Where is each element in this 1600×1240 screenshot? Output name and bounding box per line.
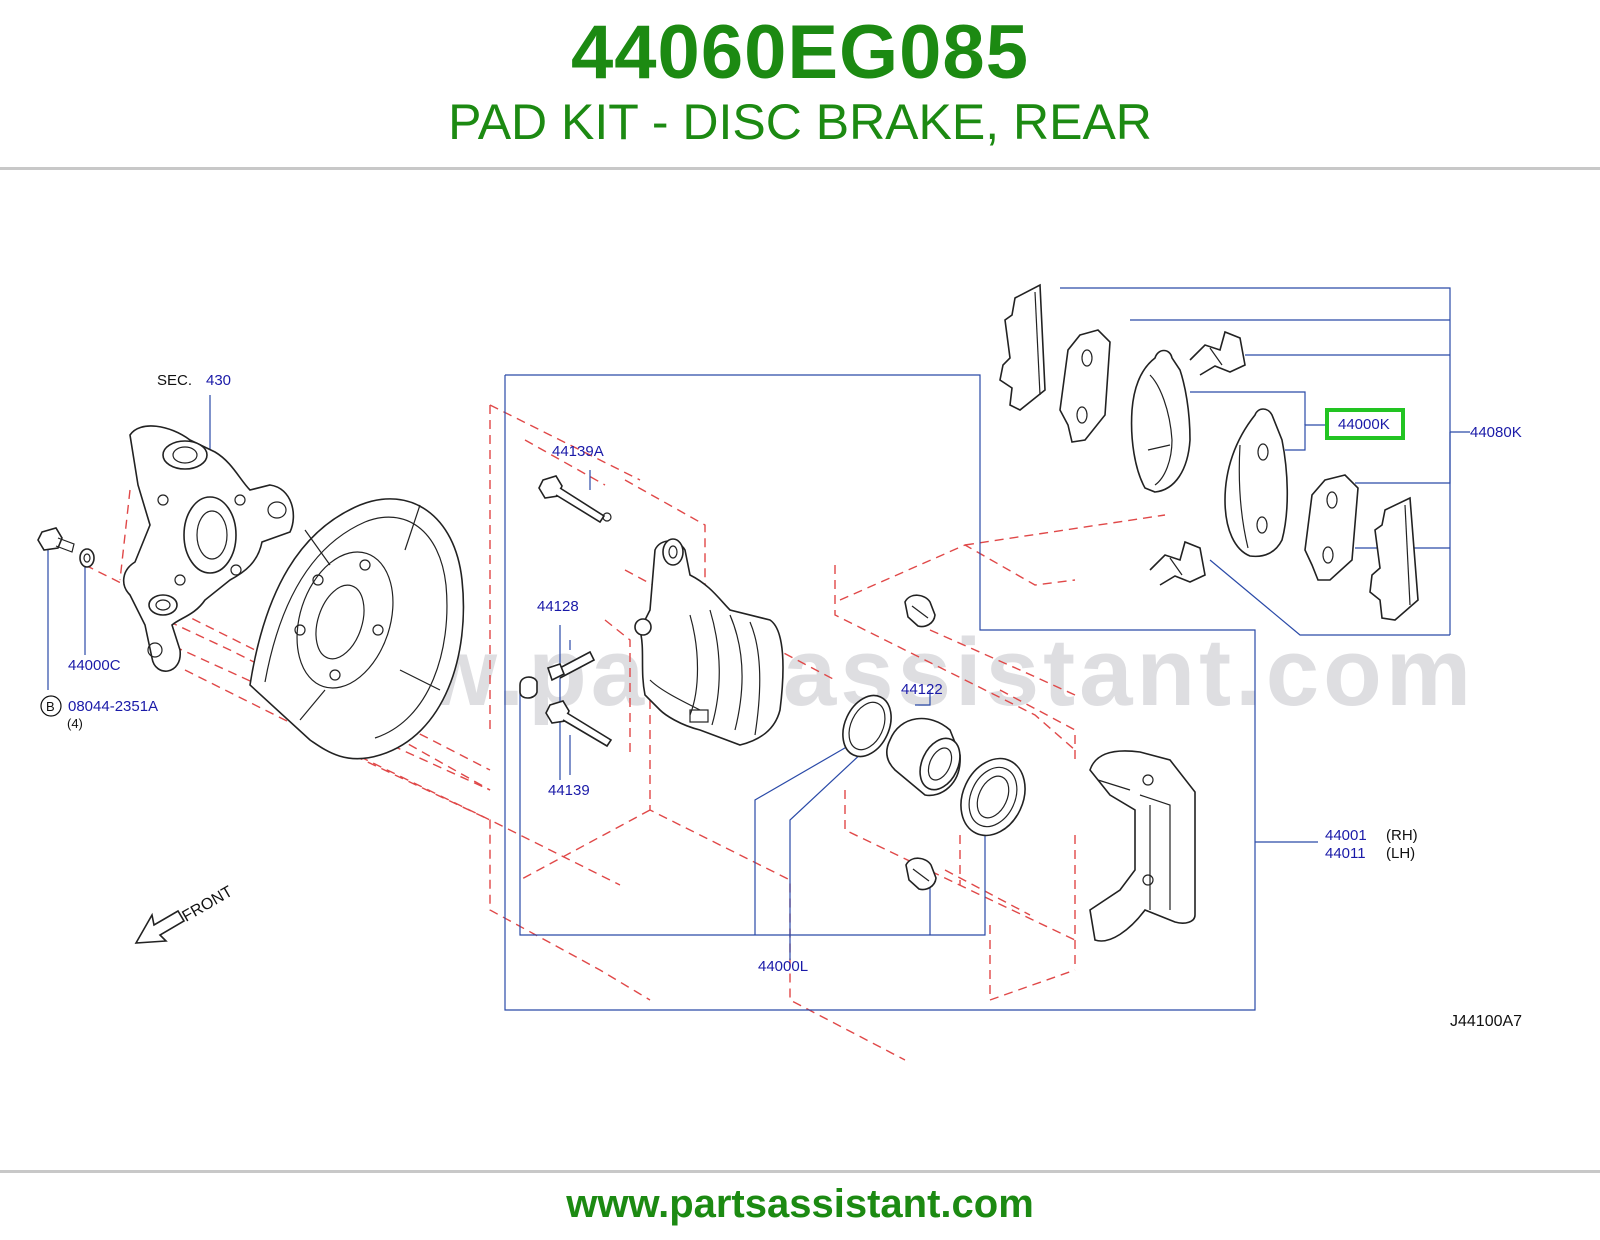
bolt-symbol-letter: B (46, 699, 55, 714)
footer-website-link[interactable]: www.partsassistant.com (566, 1182, 1034, 1226)
callout-44139[interactable]: 44139 (548, 782, 590, 799)
sec-number-link[interactable]: 430 (206, 372, 231, 389)
sec-label: SEC. (157, 372, 192, 389)
bleeder-screw (519, 650, 596, 699)
pin-boot-upper (904, 594, 936, 628)
callout-44001-side: (RH) (1386, 827, 1418, 844)
callout-44000K[interactable]: 44000K (1338, 416, 1390, 433)
anti-rattle-clip-upper (1189, 330, 1246, 376)
callout-44080K[interactable]: 44080K (1470, 424, 1522, 441)
slide-pin-lower (545, 700, 613, 748)
diagram-code: J44100A7 (1450, 1013, 1522, 1030)
diagram-canvas: www.partsassistant.com (37, 283, 1522, 1061)
part-name-subtitle: PAD KIT - DISC BRAKE, REAR (448, 94, 1152, 150)
callout-44001[interactable]: 44001 (1325, 827, 1367, 844)
footer-divider (0, 1170, 1600, 1173)
piston-seal (842, 694, 892, 758)
callout-44011[interactable]: 44011 (1325, 845, 1366, 862)
header-divider (0, 167, 1600, 170)
steering-knuckle (122, 425, 295, 672)
front-label: FRONT (180, 883, 236, 925)
bolt-symbol-circle (40, 695, 62, 717)
callout-44122[interactable]: 44122 (901, 681, 943, 698)
part-number-title: 44060EG085 (571, 10, 1029, 95)
caliper-body (634, 538, 784, 746)
front-direction-arrow: FRONT (134, 883, 236, 944)
callout-44011-side: (LH) (1386, 845, 1415, 862)
slide-pin-upper (538, 475, 612, 524)
backing-plate (249, 498, 465, 760)
caliper-piston (885, 717, 961, 797)
parts-diagram: www.partsassistant.com (0, 170, 1600, 1170)
callout-08044-2351A[interactable]: 08044-2351A (68, 698, 158, 715)
pin-boot-lower (905, 857, 937, 891)
callout-44128[interactable]: 44128 (537, 598, 579, 615)
callout-44000C[interactable]: 44000C (68, 657, 121, 674)
anti-rattle-clip-lower (1149, 540, 1206, 586)
callout-44139A[interactable]: 44139A (552, 443, 604, 460)
highlight-box-44000k (1325, 408, 1405, 440)
pad-shim-inner-2 (1369, 496, 1419, 621)
pad-shim-outer-2 (1304, 474, 1359, 581)
callout-44000L[interactable]: 44000L (758, 958, 808, 975)
brake-pad-outer[interactable] (1130, 349, 1191, 493)
knuckle-bolt (37, 527, 95, 568)
callout-08044-qty: (4) (67, 716, 83, 731)
pad-shim-outer (999, 283, 1046, 411)
caliper-bracket (1089, 750, 1196, 942)
brake-pad-inner[interactable] (1224, 408, 1289, 558)
pad-shim-inner (1059, 329, 1111, 443)
page-header: 44060EG085 PAD KIT - DISC BRAKE, REAR (0, 0, 1600, 168)
piston-boot (960, 757, 1026, 837)
